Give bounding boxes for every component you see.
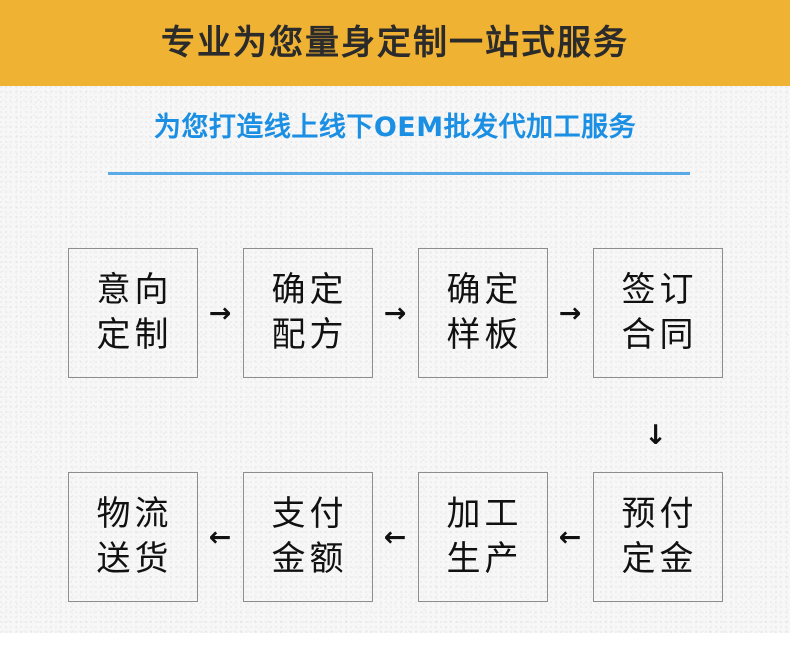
flow-node-line: 物流 bbox=[96, 494, 173, 535]
arrow-left-icon: ← bbox=[383, 521, 407, 553]
flow-node-line: 加工 bbox=[446, 494, 523, 535]
arrow-right-icon: → bbox=[558, 297, 582, 329]
arrow-right-icon: → bbox=[383, 297, 407, 329]
subtitle-divider bbox=[108, 172, 690, 175]
flow-node-confirm-formula: 确定 配方 bbox=[242, 248, 373, 378]
flow-row-2: 物流 送货 ← 支付 金额 ← 加工 生产 ← 预付 定金 bbox=[0, 472, 790, 602]
flow-node-intent-custom: 意向 定制 bbox=[67, 248, 198, 378]
page-background-texture bbox=[0, 86, 790, 633]
subtitle-text: 为您打造线上线下OEM批发代加工服务 bbox=[153, 112, 637, 143]
flow-node-line: 支付 bbox=[271, 494, 348, 535]
flow-node-line: 合同 bbox=[621, 315, 698, 355]
flow-node-line: 定制 bbox=[96, 315, 173, 355]
flow-node-line: 配方 bbox=[271, 315, 348, 355]
flow-node-line: 样板 bbox=[446, 315, 523, 355]
flow-node-deposit: 预付 定金 bbox=[592, 472, 723, 602]
banner-title: 专业为您量身定制一站式服务 bbox=[161, 23, 629, 63]
header-banner: 专业为您量身定制一站式服务 bbox=[0, 0, 790, 86]
arrow-right-icon: → bbox=[208, 297, 232, 329]
arrow-left-icon: ← bbox=[208, 521, 232, 553]
flow-node-line: 定金 bbox=[621, 539, 698, 579]
flow-node-line: 金额 bbox=[271, 539, 348, 579]
flow-node-confirm-sample: 确定 样板 bbox=[417, 248, 548, 378]
flow-row-1: 意向 定制 → 确定 配方 → 确定 样板 → 签订 合同 bbox=[0, 248, 790, 378]
flow-node-pay-balance: 支付 金额 bbox=[242, 472, 373, 602]
flow-node-line: 确定 bbox=[446, 270, 523, 311]
arrow-down-icon: ↓ bbox=[644, 419, 667, 451]
flow-node-line: 意向 bbox=[96, 270, 173, 311]
flow-node-line: 生产 bbox=[446, 539, 523, 579]
flow-node-production: 加工 生产 bbox=[417, 472, 548, 602]
flow-node-line: 签订 bbox=[621, 270, 698, 311]
flow-node-logistics-delivery: 物流 送货 bbox=[67, 472, 198, 602]
flow-node-sign-contract: 签订 合同 bbox=[592, 248, 723, 378]
flow-node-line: 确定 bbox=[271, 270, 348, 311]
flow-node-line: 送货 bbox=[96, 539, 173, 579]
flow-node-line: 预付 bbox=[621, 494, 698, 535]
subtitle-block: 为您打造线上线下OEM批发代加工服务 bbox=[0, 112, 790, 144]
arrow-left-icon: ← bbox=[558, 521, 582, 553]
